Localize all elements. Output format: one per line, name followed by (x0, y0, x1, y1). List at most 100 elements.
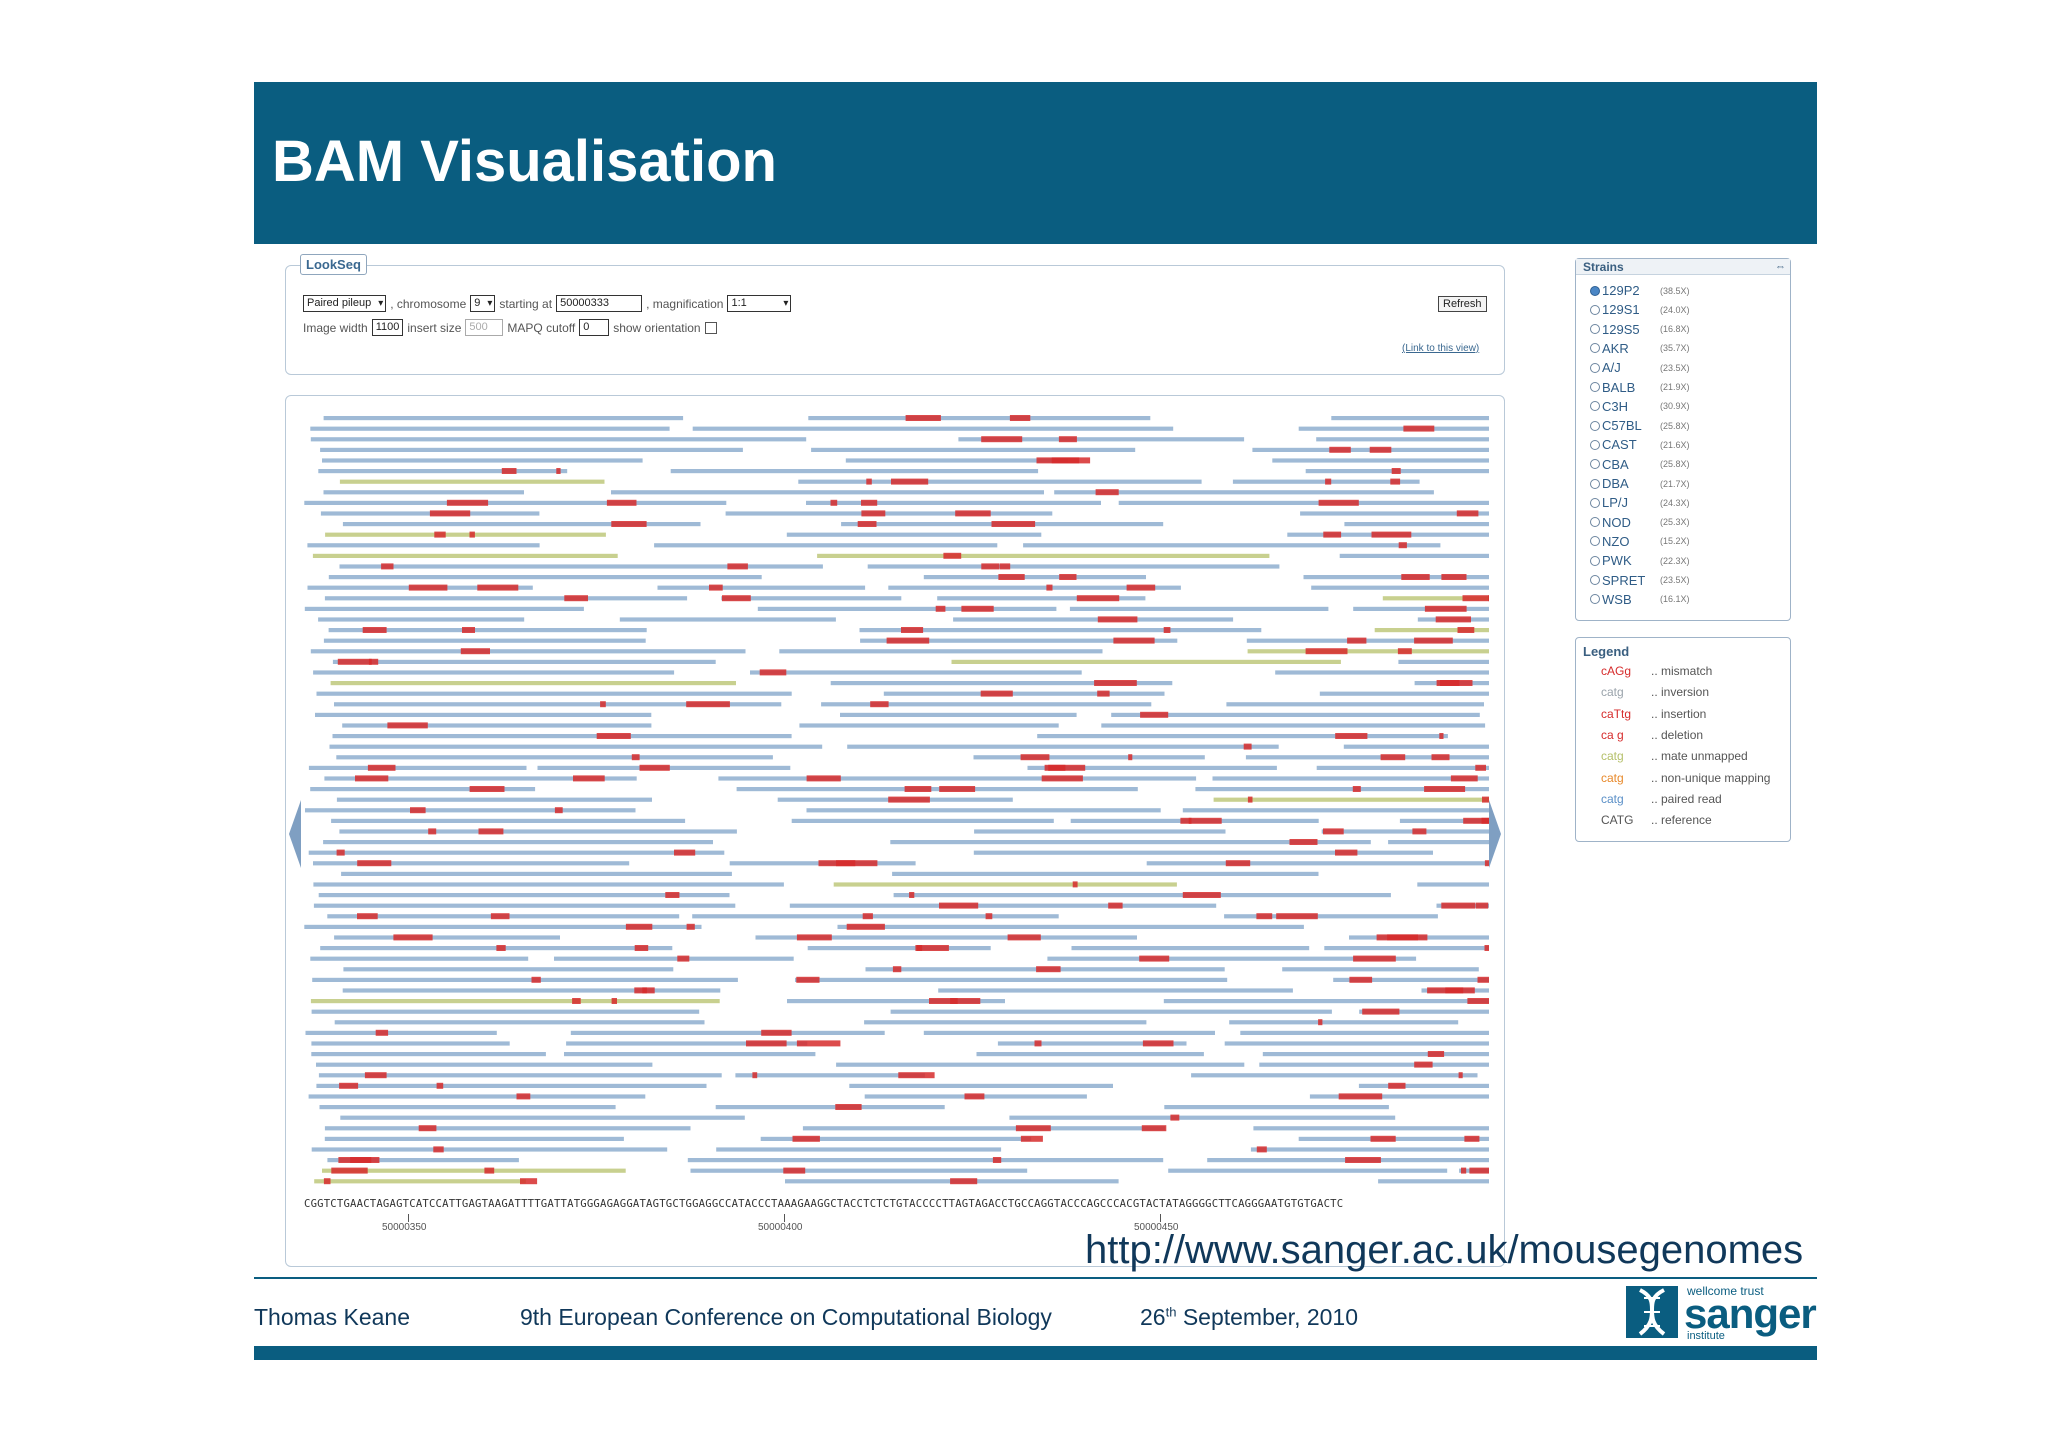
strain-option[interactable]: 129P2(38.5X) (1590, 281, 1690, 300)
strain-radio[interactable] (1590, 594, 1600, 605)
strain-option[interactable]: SPRET(23.5X) (1590, 571, 1690, 590)
aligned-read (619, 617, 836, 622)
view-select[interactable]: Paired pileup (303, 295, 387, 312)
mismatch-mark (1140, 711, 1169, 718)
strain-option[interactable]: CAST(21.6X) (1590, 435, 1690, 454)
strain-radio[interactable] (1590, 459, 1600, 470)
mismatch-mark (905, 415, 941, 421)
strain-option[interactable]: A/J(23.5X) (1590, 358, 1690, 377)
footer-author: Thomas Keane (254, 1304, 410, 1330)
mismatch-mark (350, 1157, 380, 1163)
mismatch-mark (1427, 1051, 1445, 1057)
aligned-read (1298, 426, 1489, 431)
dna-helix-icon (1626, 1286, 1678, 1338)
strain-radio[interactable] (1590, 536, 1600, 547)
magnification-select[interactable]: 1:1 (727, 295, 792, 312)
strain-radio[interactable] (1590, 497, 1600, 508)
mismatch-mark (469, 531, 475, 538)
starting-input[interactable]: 50000333 (556, 295, 643, 312)
aligned-read (324, 1126, 691, 1131)
aligned-read (690, 1168, 1028, 1173)
strain-coverage: (35.7X) (1660, 343, 1690, 354)
mismatch-mark (1462, 595, 1489, 602)
mismatch-mark (611, 521, 647, 527)
scroll-right-arrow-icon[interactable] (1489, 800, 1501, 868)
aligned-read (311, 1041, 510, 1046)
aligned-read (892, 871, 1319, 876)
strain-radio[interactable] (1590, 575, 1600, 585)
strain-option[interactable]: CBA(25.8X) (1590, 455, 1690, 474)
mismatch-mark (436, 1082, 444, 1089)
aligned-read (973, 755, 1205, 760)
strain-option[interactable]: DBA(21.7X) (1590, 474, 1690, 493)
strain-option[interactable]: 129S5(16.8X) (1590, 320, 1690, 339)
mismatch-mark (950, 1178, 978, 1185)
strain-radio[interactable] (1590, 324, 1600, 335)
aligned-read (324, 776, 637, 781)
mismatch-mark (939, 786, 976, 792)
mismatch-mark (999, 563, 1011, 570)
mapq-input[interactable]: 0 (579, 319, 610, 336)
strain-option[interactable]: 129S1(24.0X) (1590, 300, 1690, 319)
strain-option[interactable]: LP/J(24.3X) (1590, 493, 1690, 512)
strain-radio[interactable] (1590, 517, 1600, 528)
mismatch-mark (1058, 436, 1077, 443)
aligned-read (1247, 649, 1489, 654)
strain-radio[interactable] (1590, 285, 1600, 296)
strain-radio[interactable] (1590, 343, 1600, 354)
refresh-button[interactable]: Refresh (1438, 296, 1487, 312)
mismatch-mark (1456, 510, 1479, 517)
strain-radio[interactable] (1590, 304, 1600, 315)
aligned-read (811, 447, 1136, 452)
aligned-read (1382, 596, 1489, 601)
strain-option[interactable]: C57BL(25.8X) (1590, 416, 1690, 435)
mismatch-mark (1097, 690, 1110, 697)
strain-option[interactable]: PWK(22.3X) (1590, 551, 1690, 570)
mismatch-mark (1414, 637, 1453, 644)
aligned-read (1071, 946, 1310, 951)
strain-option[interactable]: WSB(16.1X) (1590, 590, 1690, 609)
link-to-view[interactable]: (Link to this view) (1402, 343, 1480, 354)
image-width-input[interactable]: 1100 (371, 319, 404, 336)
legend-description: .. non-unique mapping (1651, 770, 1771, 785)
mismatch-mark (462, 627, 475, 633)
strain-radio[interactable] (1590, 362, 1600, 373)
aligned-read (859, 628, 1262, 633)
aligned-read (798, 479, 1202, 484)
scroll-left-arrow-icon[interactable] (289, 800, 301, 868)
strain-option[interactable]: BALB(21.9X) (1590, 378, 1690, 397)
collapse-icon[interactable]: ⇔ (1775, 261, 1786, 273)
aligned-read (687, 1158, 1164, 1163)
strain-option[interactable]: NZO(15.2X) (1590, 532, 1690, 551)
chromosome-select[interactable]: 9 (470, 295, 496, 312)
legend-description: .. inversion (1651, 685, 1710, 700)
mismatch-mark (1427, 987, 1464, 994)
mousegenomes-url[interactable]: http://www.sanger.ac.uk/mousegenomes (1085, 1228, 1804, 1272)
insert-size-input[interactable]: 500 (465, 319, 504, 336)
mismatch-mark (531, 976, 541, 983)
mismatch-mark (830, 499, 838, 506)
mismatch-mark (484, 1167, 495, 1174)
mismatch-mark (1163, 627, 1171, 633)
orientation-checkbox[interactable] (704, 321, 717, 334)
strain-radio[interactable] (1590, 420, 1600, 431)
mismatch-mark (1424, 786, 1466, 792)
strain-option[interactable]: NOD(25.3X) (1590, 513, 1690, 532)
strain-radio[interactable] (1590, 478, 1600, 489)
strain-option[interactable]: C3H(30.9X) (1590, 397, 1690, 416)
legend-description: .. deletion (1651, 727, 1704, 742)
logo-wellcome-trust: wellcome trust (1687, 1284, 1764, 1298)
aligned-read (1388, 840, 1489, 845)
strain-radio[interactable] (1590, 382, 1600, 392)
strain-radio[interactable] (1590, 439, 1600, 450)
strain-radio[interactable] (1590, 555, 1600, 566)
mismatch-mark (1095, 489, 1119, 496)
mismatch-mark (1323, 828, 1344, 835)
mismatch-mark (434, 531, 446, 538)
strain-option[interactable]: AKR(35.7X) (1590, 339, 1690, 358)
strain-radio[interactable] (1590, 401, 1600, 412)
aligned-read (1331, 416, 1489, 421)
mismatch-mark (1484, 860, 1489, 867)
lookseq-tab[interactable]: LookSeq (300, 254, 367, 275)
aligned-read (336, 755, 773, 760)
